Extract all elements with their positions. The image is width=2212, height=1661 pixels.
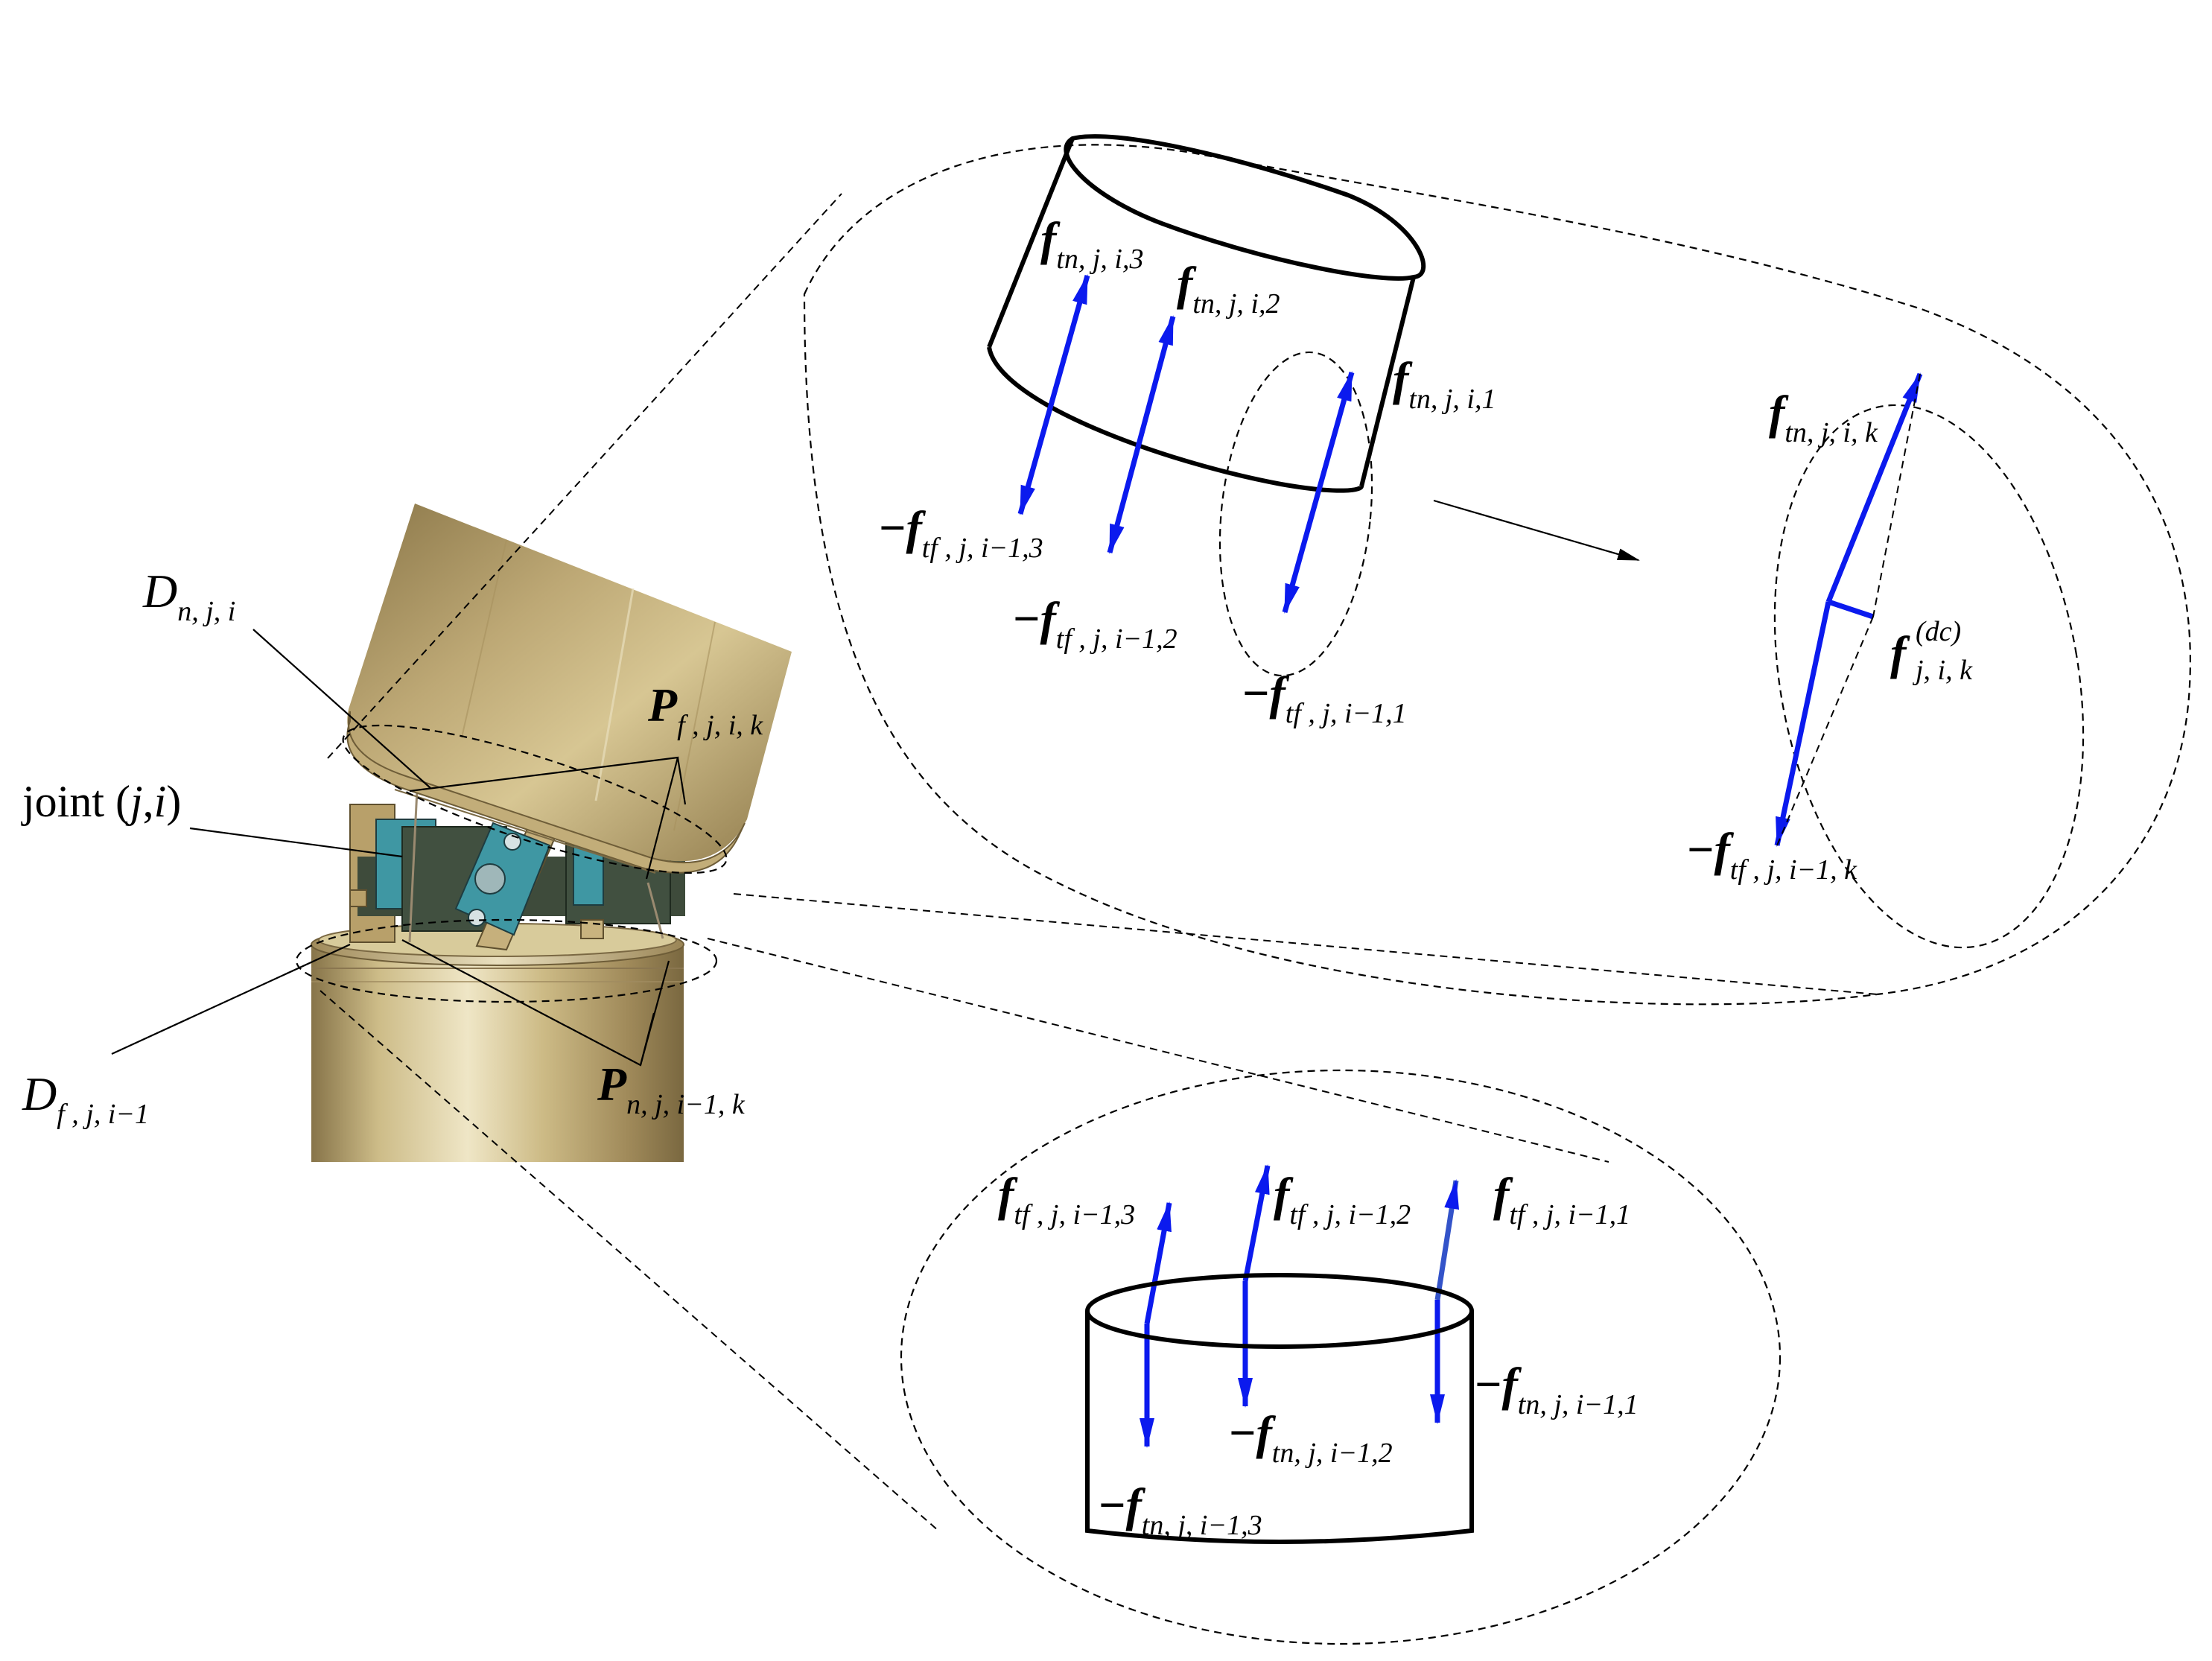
lower-cylinder-outline	[1085, 1273, 1474, 1544]
label-mftfk: −ftf , j, i−1, k	[1687, 823, 1857, 886]
upper-cylinder	[346, 504, 792, 874]
arrow-ftf2	[1242, 1164, 1271, 1282]
small-force-ellipse	[1218, 351, 1373, 677]
arrow-ftnk	[1825, 372, 1923, 603]
lower-disk-ellipse	[295, 918, 718, 1003]
labels-lower-zoom: ftf , j, i−1,3 ftf , j, i−1,2 ftf , j, i…	[998, 1168, 1639, 1541]
detail-dashed-triangle	[1776, 373, 1921, 846]
robot-segment-illustration	[311, 504, 792, 1162]
arrow-ftf3	[1144, 1201, 1172, 1324]
arrow-fdc	[1827, 599, 1875, 620]
label-fdc-sub: j, i, k	[1912, 655, 1973, 686]
leader-lines	[111, 629, 687, 1067]
label-fdc-sup: (dc)	[1916, 616, 1961, 647]
arrow-mftfk	[1774, 601, 1831, 847]
label-ftnk: ftn, j, i, k	[1769, 386, 1878, 448]
label-mftn3: −ftn, j, i−1,3	[1099, 1479, 1262, 1541]
upper-zoom-outline	[803, 144, 2191, 1006]
label-mftf2: −ftf , j, i−1,2	[1013, 592, 1177, 655]
label-ftn3: ftn, j, i,3	[1040, 212, 1144, 275]
joint-mechanism	[349, 789, 685, 951]
label-mftf1: −ftf , j, i−1,1	[1242, 667, 1407, 729]
detail-pointer-arrow	[1433, 499, 1640, 562]
labels-left: Dn, j, i joint (j,i) Df , j, i−1 Pf , j,…	[21, 565, 763, 1130]
label-ftn2: ftn, j, i,2	[1177, 257, 1280, 320]
label-p-n: Pn, j, i−1, k	[597, 1058, 746, 1120]
label-mftn1: −ftn, j, i−1,1	[1475, 1358, 1639, 1420]
lower-zoom-outline	[900, 1069, 1782, 1645]
zoom-connectors	[320, 193, 1878, 1531]
force-arrows	[1017, 274, 1923, 1448]
lower-cylinder	[311, 923, 684, 1162]
label-d-n: Dn, j, i	[142, 565, 235, 627]
label-mftf3: −ftf , j, i−1,3	[879, 501, 1043, 564]
label-ftn1: ftn, j, i,1	[1393, 352, 1496, 415]
upper-disk-ellipse	[342, 724, 728, 874]
label-d-f: Df , j, i−1	[22, 1067, 149, 1130]
arrow-ftn1	[1282, 371, 1355, 614]
labels-detail: ftn, j, i, k f (dc) j, i, k −ftf , j, i−…	[1687, 386, 1973, 886]
label-joint: joint (j,i)	[21, 777, 181, 826]
arrow-ftn3	[1017, 274, 1090, 515]
label-p-f: Pf , j, i, k	[647, 679, 763, 741]
labels-upper-zoom: ftn, j, i,3 ftn, j, i,2 ftn, j, i,1 −ftf…	[879, 212, 1496, 729]
label-mftn2: −ftn, j, i−1,2	[1229, 1406, 1393, 1469]
arrow-ftf1	[1434, 1179, 1460, 1300]
arrow-ftn2	[1107, 315, 1176, 554]
label-ftf3: ftf , j, i−1,3	[998, 1168, 1135, 1230]
label-ftf2: ftf , j, i−1,2	[1274, 1168, 1411, 1230]
label-fdc-main: f	[1890, 626, 1910, 679]
label-ftf1: ftf , j, i−1,1	[1493, 1168, 1630, 1230]
detail-ellipse	[1773, 404, 2085, 949]
